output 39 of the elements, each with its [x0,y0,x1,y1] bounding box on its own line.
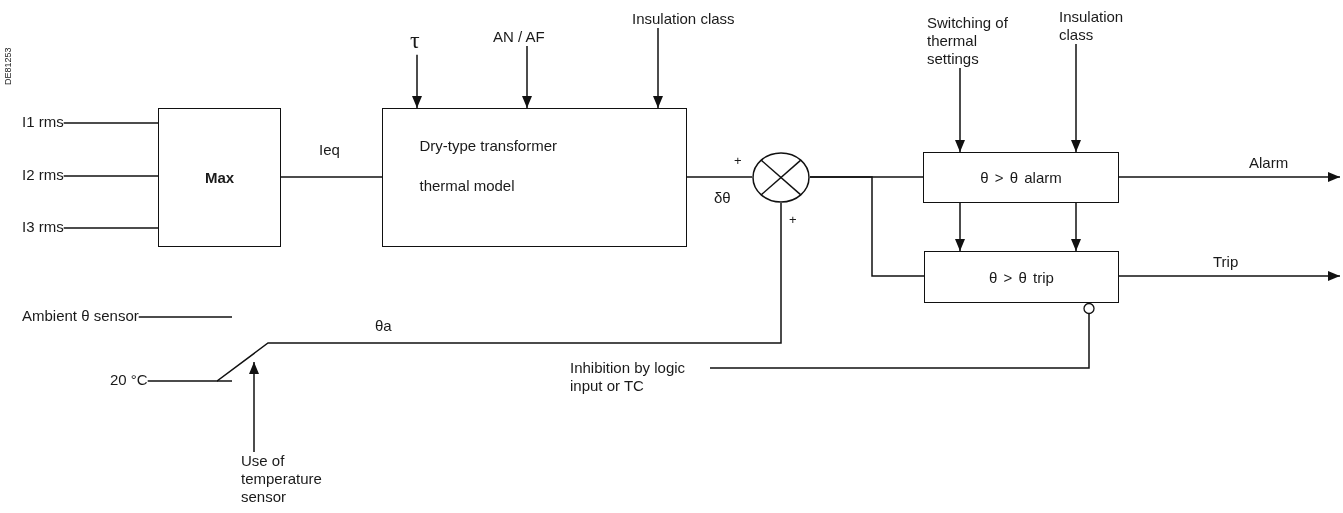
signal-label: Use of temperature sensor [241,452,351,506]
thermal-model-block: Dry-type transformer thermal model [382,108,687,247]
arrow [1071,43,1081,153]
signal-line [809,176,925,277]
signal-label: I2 rms [22,166,64,184]
arrow [1118,271,1341,281]
arrow [1118,172,1341,182]
signal-line [146,202,782,382]
drawing-number: DE81253 [4,46,14,86]
edge-label: Ieq [318,142,341,159]
trip-comparator-block: θ > θ trip [924,251,1119,303]
signal-label: Insulation class [1059,8,1139,44]
arrow [955,202,965,252]
arrow [522,45,532,109]
arrow [249,361,259,453]
signal-line [138,316,233,318]
signal-line [686,176,753,178]
signal-line [62,175,159,177]
signal-label: Switching of thermal settings [927,14,1027,68]
arrow [955,67,965,153]
summing-junction [752,152,810,203]
signal-line [62,122,159,124]
signal-line [62,227,159,229]
signal-label: Ambient θ sensor [22,307,139,325]
signal-label: AN / AF [493,28,545,46]
alarm-comparator-block: θ > θ alarm [923,152,1119,203]
signal-label: I1 rms [22,113,64,131]
edge-label: Trip [1212,254,1240,271]
signal-line [280,176,383,178]
signal-label: τ [410,26,420,55]
signal-label: I3 rms [22,218,64,236]
max-block: Max [158,108,281,247]
arrow [412,54,422,109]
inhibit-line [709,302,1095,369]
arrow [1071,202,1081,252]
signal-label: 20 °C [110,371,148,389]
signal-label: Inhibition by logic input or TC [570,359,710,395]
arrow [653,27,663,109]
signal-label: Insulation class [632,10,735,28]
